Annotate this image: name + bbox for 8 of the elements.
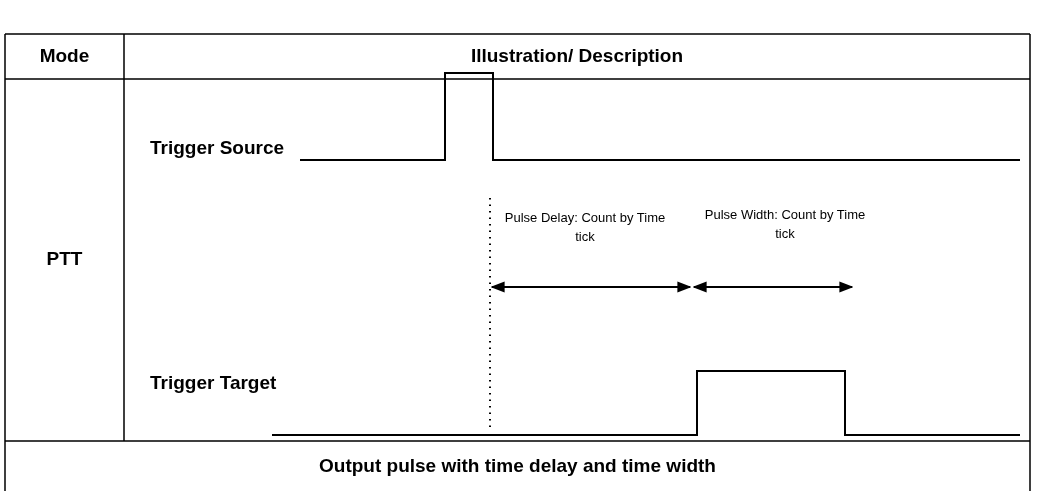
dimension-label: Pulse Width: Count by Time tick bbox=[703, 206, 867, 243]
description-text: Output pulse with time delay and time width bbox=[318, 455, 717, 477]
column-header: Illustration/ Description bbox=[469, 45, 685, 67]
signal-label: Trigger Source bbox=[150, 137, 285, 159]
mode-label: PTT bbox=[45, 248, 84, 270]
column-header: Mode bbox=[38, 45, 91, 67]
dimension-label: Pulse Delay: Count by Time tick bbox=[503, 209, 667, 246]
signal-label: Trigger Target bbox=[150, 372, 277, 394]
